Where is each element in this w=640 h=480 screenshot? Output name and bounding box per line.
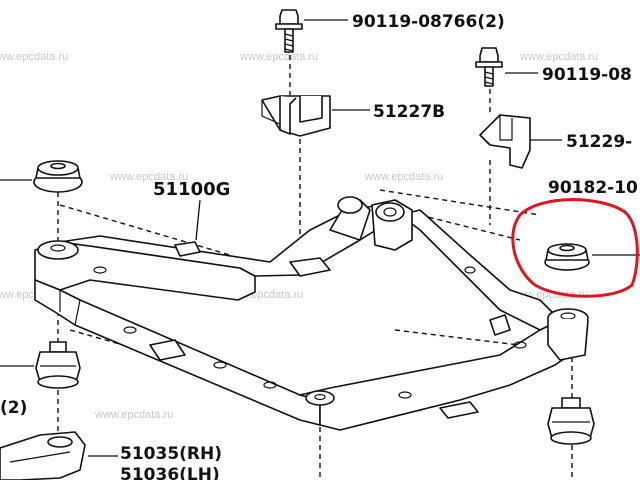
assembly-lines [57, 55, 573, 480]
label-bolt-right: 90119-08 [542, 65, 632, 85]
bolt-top-part[interactable] [275, 9, 303, 53]
label-bracket-left: 51227B [373, 102, 445, 122]
watermark: www.epcdata.ru [364, 171, 443, 183]
label-left-qty: (2) [0, 398, 27, 418]
bracket-51227b-part[interactable] [261, 95, 331, 137]
insulator-right-part[interactable] [547, 397, 595, 445]
highlight-circle [511, 198, 639, 298]
crossmember-frame[interactable] [34, 196, 589, 431]
label-bolt-top: 90119-08766(2) [352, 12, 505, 32]
label-stopper: 90182-10 [548, 178, 638, 198]
bracket-51229-part[interactable] [479, 114, 531, 169]
lower-bracket-part[interactable] [0, 431, 86, 480]
label-crossmember: 51100G [153, 179, 230, 200]
label-bracket-right: 51229- [566, 132, 632, 152]
label-bottom-rh: 51035(RH) [120, 444, 222, 464]
watermark: www.epcdata.ru [519, 51, 598, 63]
stopper-left-part[interactable] [33, 160, 83, 193]
stopper-highlighted-part[interactable] [544, 243, 590, 271]
label-bottom-lh: 51036(LH) [120, 465, 220, 480]
bolt-right-part[interactable] [475, 47, 503, 87]
watermark: www.epcdata.ru [239, 51, 318, 63]
watermark: www.epcdata.ru [0, 51, 68, 63]
insulator-left-part[interactable] [35, 341, 81, 389]
watermark: www.epcdata.ru [94, 409, 173, 421]
watermark: www.epcdata.ru [109, 171, 188, 183]
